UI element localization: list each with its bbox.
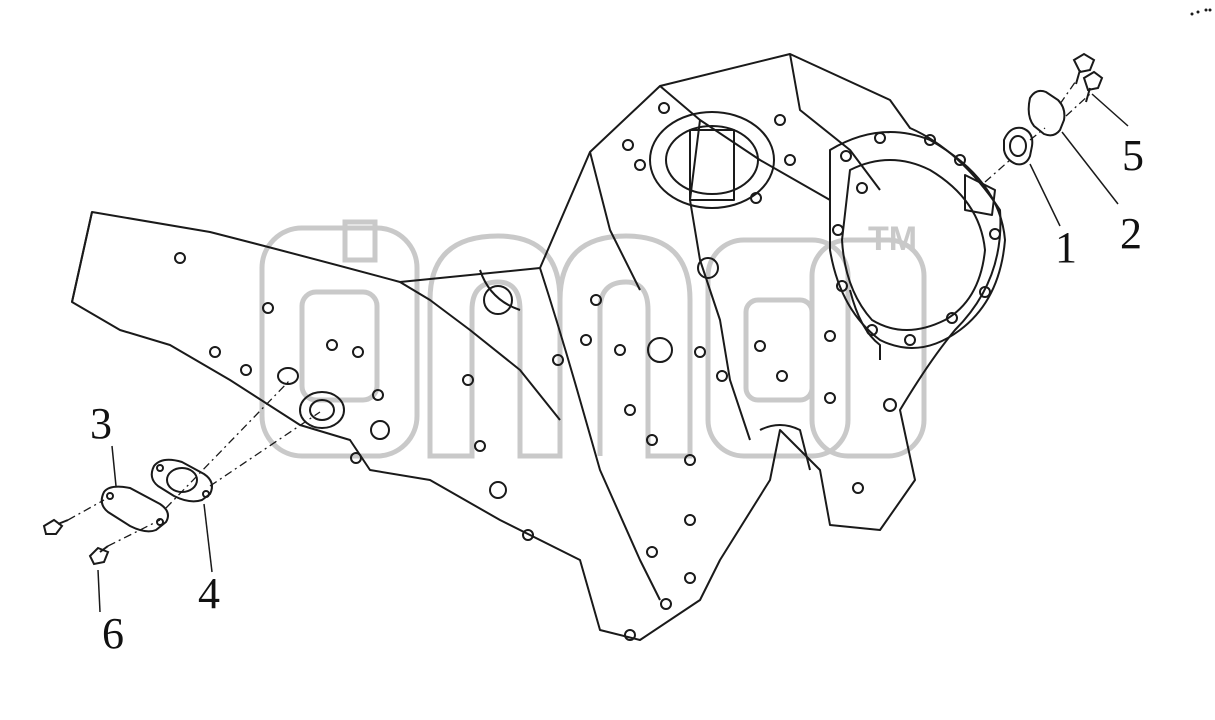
assembly-lines: [67, 77, 1091, 547]
callout-6: 6: [102, 609, 124, 658]
bolts-left: [42, 518, 110, 566]
callout-5: 5: [1122, 131, 1144, 180]
gasket-left: [150, 458, 213, 503]
callout-3: 3: [90, 399, 112, 448]
callout-1: 1: [1055, 223, 1077, 272]
bolts-right: [1072, 52, 1104, 103]
watermark-logo: [259, 219, 927, 459]
housing-port-left: [277, 367, 345, 429]
gasket-right: [1003, 126, 1034, 166]
watermark-trademark: TM: [868, 220, 918, 258]
callout-leaders: [97, 93, 1129, 613]
cover-plate-right: [1027, 89, 1066, 137]
housing-bolt-holes: [174, 102, 1001, 641]
corner-mark: [1190, 8, 1212, 16]
callout-2: 2: [1120, 209, 1142, 258]
cover-plate-left: [100, 485, 169, 533]
transmission-housing: [71, 53, 1006, 641]
callout-4: 4: [198, 569, 220, 618]
